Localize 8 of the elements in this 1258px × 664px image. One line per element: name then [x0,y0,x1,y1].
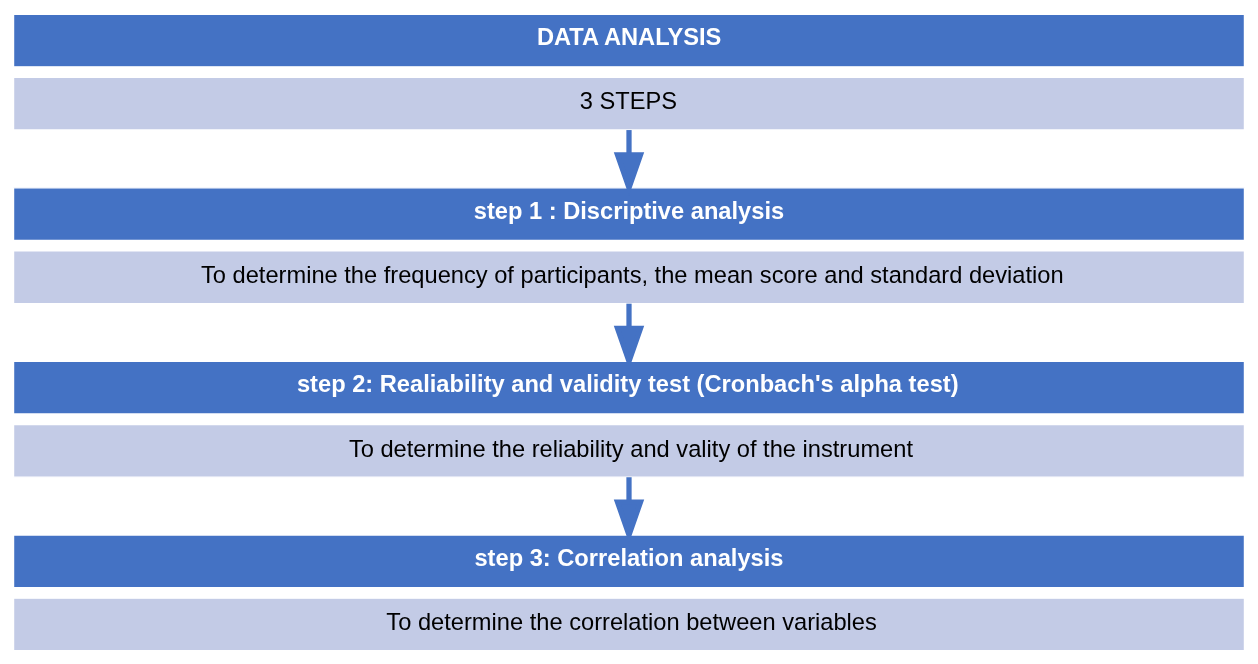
node-box: 3 STEPS [12,76,1246,131]
node-box: step 3: Correlation analysis [12,533,1246,588]
node-box: To determine the reliability and vality of the instrument [12,423,1246,478]
node-box: DATA ANALYSIS [12,13,1246,67]
node-box: step 1 : Discriptive analysis [12,186,1246,241]
node-box: To determine the correlation between variables [12,597,1246,651]
node-box: To determine the frequency of participants, the mean score and standard deviation [12,249,1246,304]
node-box: step 2: Realiability and validity test (Cronbach's alpha test) [12,360,1246,415]
